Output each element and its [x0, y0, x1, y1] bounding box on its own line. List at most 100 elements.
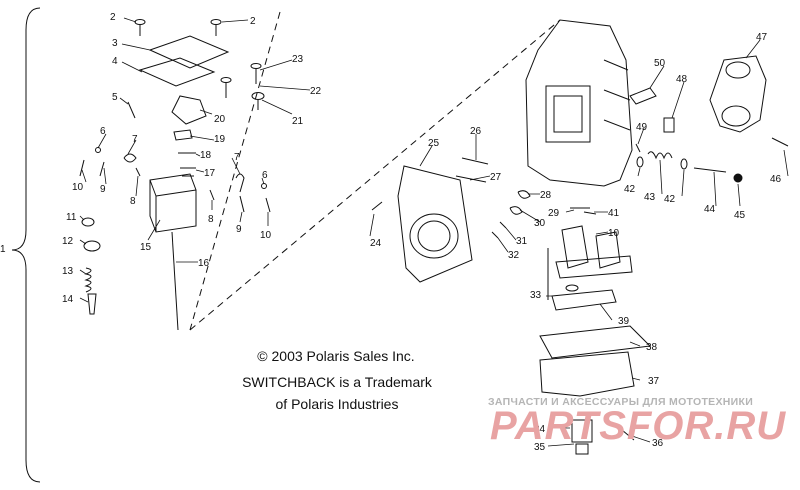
callout-34: 34	[534, 424, 546, 435]
callout-16: 16	[198, 258, 210, 269]
nut-part-11	[81, 217, 95, 227]
part-8b	[209, 189, 215, 201]
fitting-part-50	[629, 87, 657, 105]
callout-20: 20	[214, 114, 226, 125]
clip-part-19	[173, 129, 193, 141]
screw-part-24	[371, 201, 383, 211]
screw-part-5	[127, 101, 136, 119]
callout-30: 30	[534, 218, 546, 229]
callout-6a: 6	[100, 126, 106, 137]
callout-26: 26	[470, 126, 482, 137]
callout-33: 33	[530, 290, 542, 301]
screw-part-36	[621, 429, 635, 441]
plug-part-48	[663, 117, 675, 133]
callout-38: 38	[646, 342, 658, 353]
callout-21: 21	[292, 116, 304, 127]
callout-2a: 2	[110, 12, 116, 23]
ball-part-45	[733, 173, 743, 183]
rod-part-16	[171, 231, 179, 331]
callout-11: 11	[66, 212, 77, 223]
callout-48: 48	[676, 74, 688, 85]
screw-part-2b	[210, 19, 222, 36]
assembly-boundary-right	[189, 19, 561, 331]
sensor-part-47	[709, 55, 767, 133]
part-8a	[135, 167, 141, 177]
callout-28: 28	[540, 190, 552, 201]
callout-5: 5	[112, 92, 118, 103]
copyright-notice: © 2003 Polaris Sales Inc.	[257, 348, 415, 364]
carburetor-body	[525, 19, 633, 187]
part-10b	[265, 197, 271, 213]
callout-49: 49	[636, 122, 648, 133]
gasket-part-38	[539, 325, 652, 359]
washer-part-12	[83, 240, 101, 252]
callout-6b: 6	[262, 170, 268, 181]
seat-part-39	[551, 289, 617, 311]
jet-part-49	[635, 143, 641, 153]
part-32	[491, 231, 499, 239]
part-41	[583, 211, 597, 215]
callout-31: 31	[516, 236, 528, 247]
trademark-line-2: of Polaris Industries	[275, 396, 399, 412]
needle-part-14	[87, 293, 97, 315]
plate-part-26	[461, 157, 489, 165]
part-31	[499, 221, 507, 229]
callout-10b: 10	[260, 230, 272, 241]
callout-14: 14	[62, 294, 74, 305]
callout-45: 45	[734, 210, 746, 221]
callout-2b: 2	[250, 16, 256, 27]
drain-part-34	[571, 419, 593, 443]
part-10a	[79, 159, 85, 177]
part-9a	[99, 161, 105, 177]
callout-18: 18	[200, 150, 212, 161]
part-6b	[261, 183, 267, 189]
callout-37: 37	[648, 376, 660, 387]
callout-1: 1	[0, 244, 6, 255]
assembly-brace	[11, 7, 41, 483]
screw-part-2a	[134, 19, 146, 36]
callout-17: 17	[204, 168, 216, 179]
watermark-caption: ЗАПЧАСТИ И АКСЕССУАРЫ ДЛЯ МОТОТЕХНИКИ	[488, 396, 754, 408]
trademark-line-1: SWITCHBACK is a Trademark	[242, 374, 432, 390]
callout-7b: 7	[234, 152, 240, 163]
callout-13: 13	[62, 266, 74, 277]
callout-15: 15	[140, 242, 152, 253]
screw-part-23	[250, 63, 262, 84]
callout-10a: 10	[72, 182, 84, 193]
part-28	[517, 190, 531, 199]
callout-8a: 8	[130, 196, 136, 207]
callout-8b: 8	[208, 214, 214, 225]
screw-part-44	[693, 167, 727, 173]
part-7b	[235, 173, 245, 193]
part-30	[509, 206, 523, 215]
bracket-part-20	[171, 95, 207, 125]
callout-23: 23	[292, 54, 304, 65]
callout-50: 50	[654, 58, 666, 69]
callout-3: 3	[112, 38, 118, 49]
callout-9a: 9	[100, 184, 106, 195]
part-6a	[95, 147, 101, 153]
callout-44: 44	[704, 204, 716, 215]
float-part-10c	[561, 225, 589, 269]
callout-35: 35	[534, 442, 546, 453]
part-7a	[123, 153, 137, 163]
callout-4: 4	[112, 56, 118, 67]
screw-part-46	[771, 137, 789, 147]
callout-42a: 42	[624, 184, 636, 195]
watermark-logo: PARTSFOR.RU	[490, 404, 787, 448]
flange-part-25	[397, 165, 473, 283]
callout-41: 41	[608, 208, 620, 219]
callout-42b: 42	[664, 194, 676, 205]
callout-46: 46	[770, 174, 782, 185]
float-block-part-15	[149, 173, 197, 233]
gasket-part-4	[138, 57, 216, 87]
callout-19: 19	[214, 134, 226, 145]
callout-47: 47	[756, 32, 768, 43]
spring-part-43	[647, 151, 673, 160]
spring-part-13	[84, 267, 92, 293]
cover-plate-part-3	[148, 35, 230, 69]
callout-43: 43	[644, 192, 656, 203]
callout-9b: 9	[236, 224, 242, 235]
